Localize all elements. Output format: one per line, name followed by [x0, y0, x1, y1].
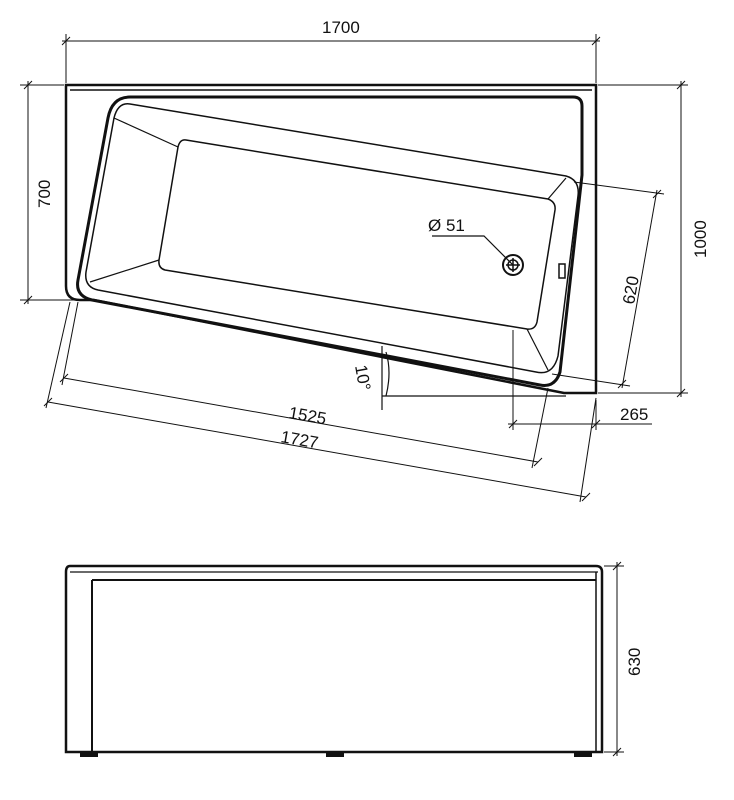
corner-chamfer [113, 117, 179, 148]
foot [80, 752, 98, 757]
corner-chamfer [89, 259, 160, 283]
inner-width-label: 620 [619, 274, 643, 305]
drain-diameter-label: Ø 51 [428, 216, 465, 235]
dim-inner-length-1525: 1525 [59, 301, 549, 469]
foot [326, 752, 344, 757]
corner-chamfer [547, 177, 567, 200]
dim-height: 630 [604, 561, 644, 757]
dim-overall-depth: 1000 [598, 80, 710, 398]
basin-floor [158, 139, 556, 330]
inner-length-1727-label: 1727 [279, 427, 320, 452]
overall-depth-label: 1000 [691, 220, 710, 258]
plan-view: Ø 51 1700 700 1000 [20, 18, 710, 503]
offset-label: 265 [620, 405, 648, 424]
front-panel-outline [64, 564, 604, 754]
basin-inner-rim [85, 103, 579, 374]
foot [574, 752, 592, 757]
inner-length-1525-label: 1525 [287, 403, 328, 428]
angle-label: 10° [351, 363, 374, 392]
corner-chamfer [526, 328, 549, 371]
overall-length-label: 1700 [322, 18, 360, 37]
dim-overall-length: 1700 [61, 18, 601, 83]
dim-angle: 10° [351, 346, 566, 410]
height-label: 630 [625, 648, 644, 676]
short-side-depth-label: 700 [35, 180, 54, 208]
front-view: 630 [64, 561, 644, 757]
basin-outer-shell [76, 95, 584, 387]
dim-inner-width: 620 [551, 181, 665, 389]
tub-outer-rim [64, 83, 598, 395]
dim-inner-length-1727: 1727 [43, 301, 597, 503]
drain-leader [432, 235, 514, 266]
overflow-mark [558, 263, 566, 279]
dim-offset: 265 [508, 330, 652, 430]
dim-short-side-depth: 700 [20, 80, 74, 305]
